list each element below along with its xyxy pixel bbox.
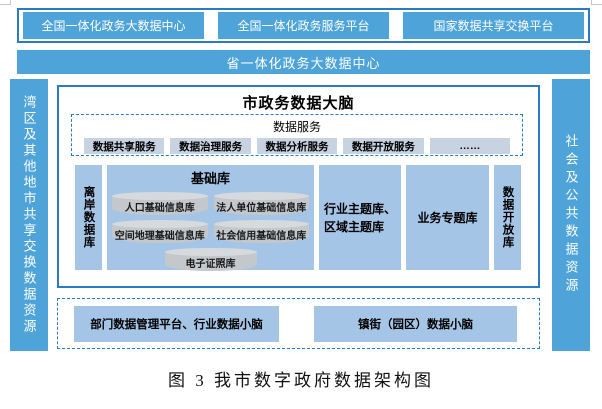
figure-caption: 图 3 我市数字政府数据架构图: [168, 371, 434, 390]
service-data-sharing: 数据共享服务: [84, 138, 165, 154]
cylinder-legal-entity-db: 法人单位基础信息库: [213, 192, 309, 215]
town-park-data-brain-box: 镇街（园区）数据小脑: [314, 306, 517, 342]
data-open-library-box: 数据开放库: [494, 165, 521, 270]
page-corner-artifact-right: [591, 0, 602, 5]
national-platforms-container: 全国一体化政务大数据中心 全国一体化政务服务平台 国家数据共享交换平台: [17, 8, 590, 43]
base-library-title: 基础库: [190, 171, 230, 186]
data-services-title: 数据服务: [272, 120, 321, 134]
business-special-library-box: 业务专题库: [406, 165, 489, 270]
service-ellipsis: ……: [429, 138, 511, 154]
cylinder-spatial-geography-db: 空间地理基础信息库: [112, 220, 208, 243]
city-data-brain-container: 市政务数据大脑 数据服务 数据共享服务 数据治理服务 数据分析服务 数据开放服务…: [57, 85, 540, 288]
sidebar-bay-area-shared-data-resources: 湾区及其他地市共享交换数据资源: [10, 79, 48, 351]
cylinder-electronic-license-db: 电子证照库: [164, 248, 257, 271]
box-national-service-platform: 全国一体化政务服务平台: [218, 12, 389, 39]
cylinder-electronic-license-db-label: 电子证照库: [185, 259, 236, 270]
data-services-dashed-container: 数据服务 数据共享服务 数据治理服务 数据分析服务 数据开放服务 ……: [71, 114, 523, 156]
theme-library-line2: 区域主题库: [323, 219, 384, 234]
cylinder-social-credit-db: 社会信用基础信息库: [213, 220, 309, 243]
city-data-brain-title: 市政务数据大脑: [242, 95, 355, 112]
cylinder-row-3: 电子证照库: [107, 248, 314, 271]
box-national-big-data-center: 全国一体化政务大数据中心: [23, 12, 204, 39]
cylinder-row-2: 空间地理基础信息库 社会信用基础信息库: [107, 220, 314, 243]
cylinder-social-credit-db-label: 社会信用基础信息库: [216, 231, 307, 242]
libraries-row: 离岸数据库 基础库 人口基础信息库 法人单位基础信息库 空间地理基础信息库 社会…: [75, 165, 521, 271]
cylinder-row-1: 人口基础信息库 法人单位基础信息库: [107, 192, 314, 215]
base-library-container: 基础库 人口基础信息库 法人单位基础信息库 空间地理基础信息库 社会信用基础信息…: [107, 165, 314, 271]
service-data-opening: 数据开放服务: [343, 138, 424, 154]
box-national-sharing-exchange-platform: 国家数据共享交换平台: [403, 12, 584, 39]
bar-provincial-big-data-center: 省一体化政务大数据中心: [17, 50, 590, 74]
service-data-analysis: 数据分析服务: [256, 138, 338, 154]
sidebar-social-public-data-resources: 社会及公共数据资源: [552, 79, 590, 351]
data-services-row: 数据共享服务 数据治理服务 数据分析服务 数据开放服务 ……: [72, 138, 522, 154]
cylinder-legal-entity-db-label: 法人单位基础信息库: [216, 203, 307, 214]
service-data-governance: 数据治理服务: [170, 138, 251, 154]
industry-regional-theme-library-box: 行业主题库、 区域主题库: [319, 165, 401, 270]
industry-regional-theme-library-label: 行业主题库、 区域主题库: [324, 200, 396, 236]
theme-library-line1: 行业主题库、: [323, 201, 396, 216]
offshore-database-box: 离岸数据库: [75, 165, 102, 270]
department-data-platform-box: 部门数据管理平台、行业数据小脑: [74, 306, 279, 342]
cylinder-population-db-label: 人口基础信息库: [124, 203, 195, 214]
lower-platforms-dashed-container: 部门数据管理平台、行业数据小脑 镇街（园区）数据小脑: [57, 298, 540, 349]
cylinder-spatial-geography-db-label: 空间地理基础信息库: [114, 231, 205, 242]
cylinder-population-db: 人口基础信息库: [112, 192, 208, 215]
page-corner-artifact-left: [0, 0, 11, 5]
